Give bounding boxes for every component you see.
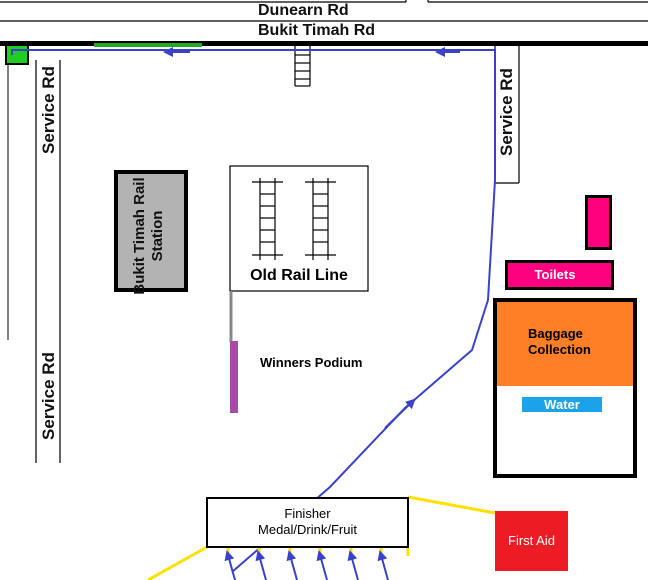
finisher-box [206,497,409,548]
finisher-items-label: Medal/Drink/Fruit [258,522,357,537]
entry-arrows [224,550,389,580]
water-label: Water [544,397,580,412]
bukit-timah-road-label: Bukit Timah Rd [258,22,376,39]
toilet-block-small [585,195,612,250]
dunearn-road-label: Dunearn Rd [258,2,349,19]
service-road-left-top-label: Service Rd [39,66,58,154]
first-aid-label: First Aid [508,533,555,548]
service-road-left [35,60,61,463]
toilets-label: Toilets [534,267,576,282]
winners-podium-label: Winners Podium [260,355,363,370]
old-rail-line-label: Old Rail Line [250,267,348,284]
rail-station-box [114,170,188,292]
finisher-label: Finisher [284,506,331,521]
start-marker [5,44,29,65]
baggage-collection-box [497,302,633,386]
rail-station-label: Bukit Timah Rail Station [131,177,166,295]
first-aid-box [495,511,568,571]
dunearn-road [0,0,648,22]
baggage-collection-label: Baggage Collection [528,326,591,357]
winners-podium [230,341,238,413]
green-strip [94,43,202,47]
rail-track-left [252,178,283,260]
route-path [11,49,496,573]
old-rail-line-box [229,165,369,292]
service-road-left-bottom-label: Service Rd [39,352,58,440]
water-box [522,397,602,412]
toilets-box [505,260,614,290]
yellow-connectors [147,495,496,580]
rail-track-right [305,178,336,260]
route-arrow-diagonal [384,398,416,429]
bukit-timah-road-edge [0,41,648,46]
service-road-right-label: Service Rd [497,68,516,156]
pedestrian-crossing [294,46,311,87]
